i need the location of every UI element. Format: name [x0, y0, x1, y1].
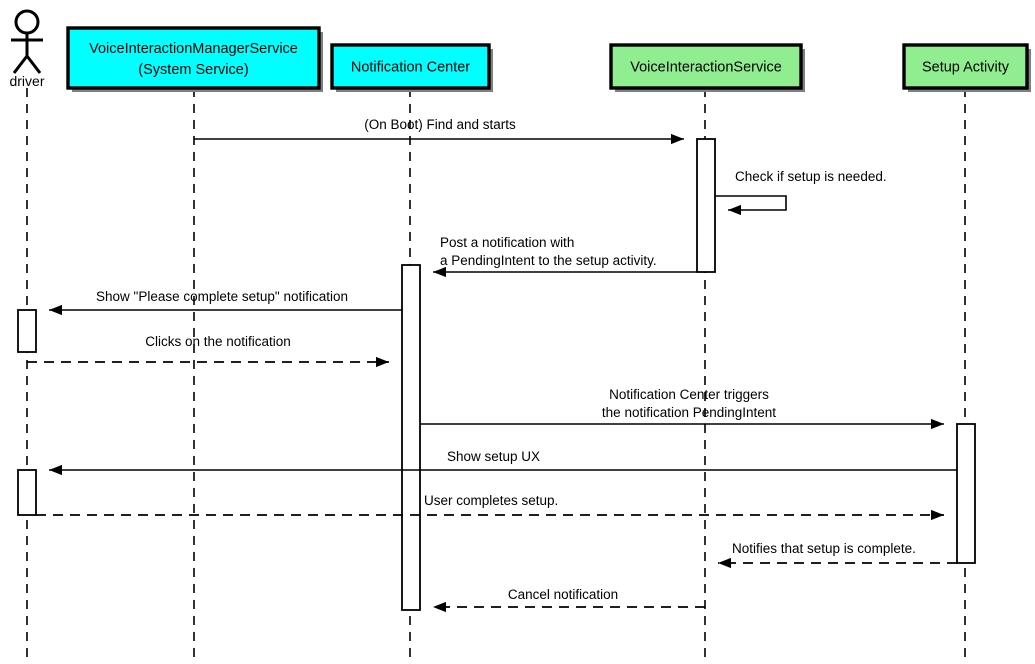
- participant-vims[interactable]: VoiceInteractionManagerService (System Se…: [66, 26, 323, 92]
- message-label-msg-user-completes-setup: User completes setup.: [424, 493, 558, 508]
- message-label-msg-check-setup: Check if setup is needed.: [735, 169, 887, 184]
- message-label-msg-clicks-notification: Clicks on the notification: [145, 334, 291, 349]
- activations-layer: [17, 138, 976, 611]
- message-msg-post-notification[interactable]: Post a notification with a PendingIntent …: [433, 235, 697, 278]
- participant-driver[interactable]: driver: [9, 9, 45, 89]
- activation-bar-driver: [17, 309, 37, 353]
- participant-box-voice-interaction-service[interactable]: [609, 43, 803, 90]
- message-msg-clicks-notification[interactable]: Clicks on the notification: [27, 334, 389, 368]
- participant-label-notification-center: Notification Center: [351, 59, 470, 75]
- participants-layer: driver VoiceInteractionManagerService (Sys…: [9, 9, 1031, 92]
- message-label-msg-cancel-notification: Cancel notification: [508, 587, 618, 602]
- message-msg-on-boot[interactable]: (On Boot) Find and starts: [194, 117, 684, 145]
- message-label-msg-post-notification-line2: a PendingIntent to the setup activity.: [440, 253, 657, 268]
- message-msg-show-notification[interactable]: Show "Please complete setup" notificatio…: [49, 289, 402, 316]
- stick-figure-actor-icon: [11, 9, 43, 74]
- activation-bar-voice-interaction-service: [696, 138, 716, 273]
- message-line-msg-check-setup: [715, 195, 787, 216]
- message-label-msg-show-setup-ux: Show setup UX: [447, 449, 540, 464]
- participant-notification-center[interactable]: Notification Center: [330, 43, 493, 92]
- message-msg-trigger-pendingintent[interactable]: Notification Center triggers the notifica…: [420, 387, 944, 430]
- participant-label-driver: driver: [9, 73, 44, 89]
- message-msg-notifies-complete[interactable]: Notifies that setup is complete.: [718, 541, 957, 569]
- message-label-msg-trigger-pendingintent-line2: the notification PendingIntent: [602, 405, 776, 420]
- activation-bar-setup-activity: [956, 423, 976, 564]
- message-label-msg-show-notification: Show "Please complete setup" notificatio…: [96, 289, 348, 304]
- participant-box-notification-center[interactable]: [330, 43, 491, 90]
- message-label-msg-on-boot: (On Boot) Find and starts: [364, 117, 516, 132]
- participant-label-voice-interaction-service: VoiceInteractionService: [630, 59, 782, 75]
- message-label-msg-trigger-pendingintent-line1: Notification Center triggers: [609, 387, 769, 402]
- message-msg-user-completes-setup[interactable]: User completes setup.: [36, 493, 944, 521]
- message-msg-check-setup[interactable]: Check if setup is needed.: [715, 169, 887, 216]
- participant-voice-interaction-service[interactable]: VoiceInteractionService: [609, 43, 805, 92]
- participant-box-vims[interactable]: [66, 26, 321, 90]
- message-msg-cancel-notification[interactable]: Cancel notification: [433, 587, 705, 613]
- participant-label-vims-line1: VoiceInteractionManagerService: [89, 41, 298, 57]
- message-label-msg-post-notification-line1: Post a notification with: [440, 235, 574, 250]
- participant-setup-activity[interactable]: Setup Activity: [902, 43, 1031, 92]
- participant-box-setup-activity[interactable]: [902, 43, 1029, 90]
- message-msg-show-setup-ux[interactable]: Show setup UX: [49, 449, 957, 476]
- activation-bar-driver: [17, 469, 37, 516]
- message-label-msg-notifies-complete: Notifies that setup is complete.: [732, 541, 916, 556]
- participant-label-vims-line2: (System Service): [138, 62, 248, 78]
- activation-bar-notification-center: [401, 264, 421, 611]
- participant-label-setup-activity: Setup Activity: [922, 59, 1010, 75]
